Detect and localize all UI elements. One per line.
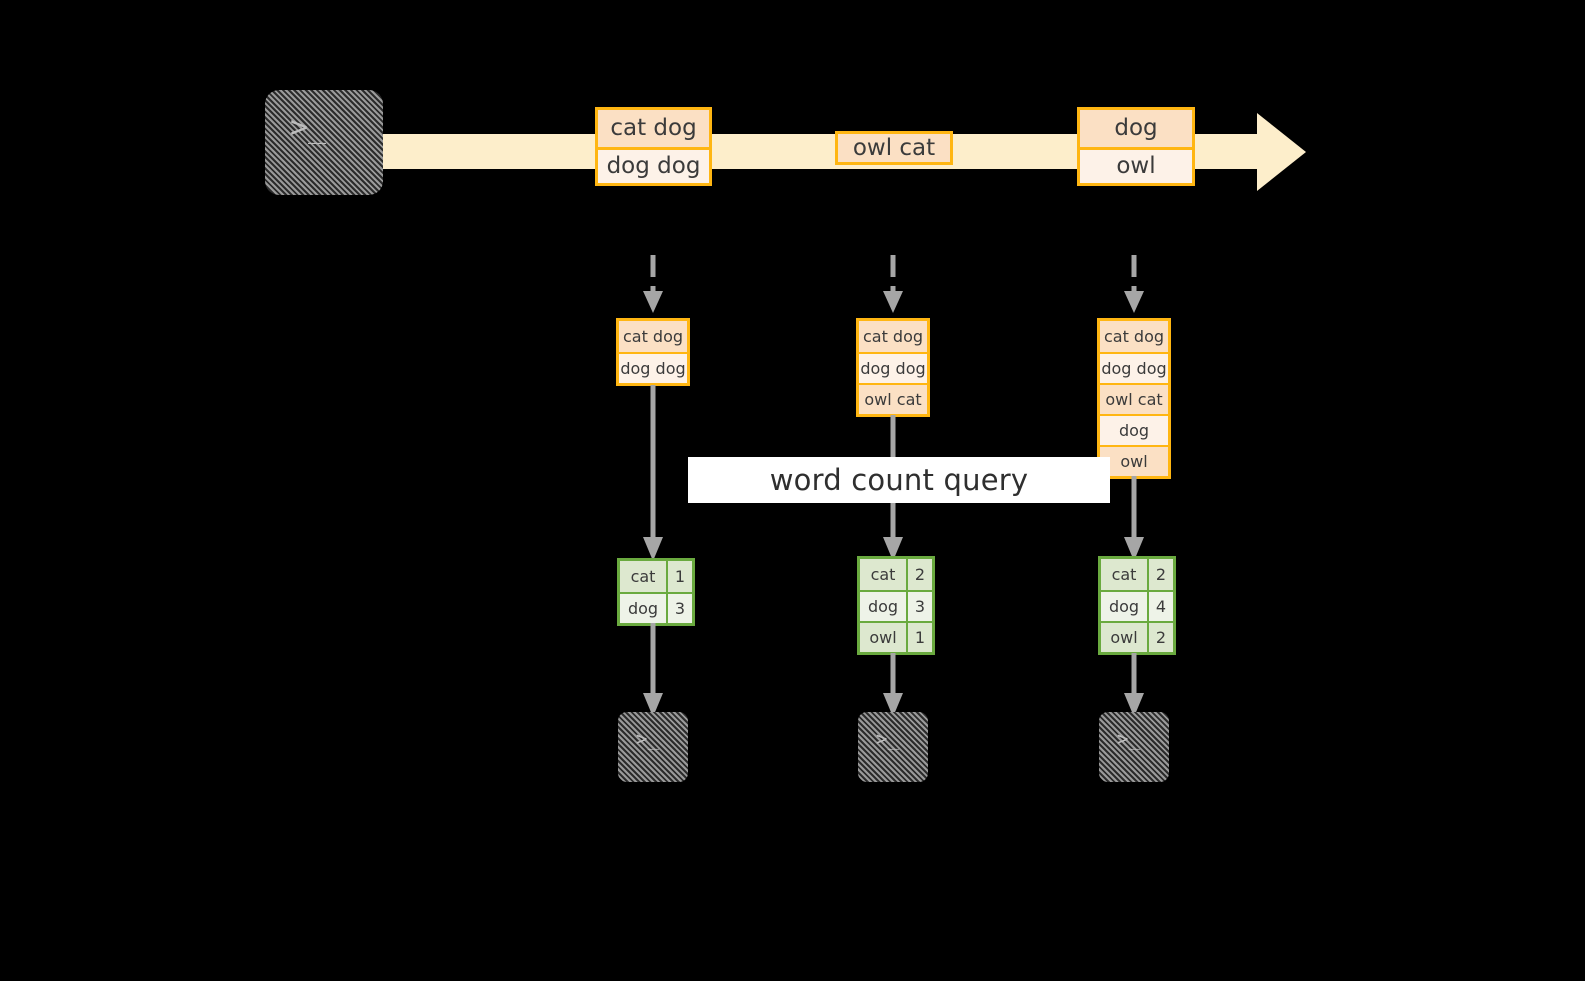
terminal-prompt-glyph: >_ [1117,728,1140,750]
result-count: 2 [1147,623,1173,652]
accumulated-row: cat dog [619,321,687,352]
result-word: cat [1101,559,1147,590]
result-table-2: cat 2 dog 3 owl 1 [857,556,935,655]
result-row: dog 3 [860,590,932,621]
terminal-prompt-glyph: >_ [876,728,899,750]
result-word: dog [860,592,906,621]
accumulated-row: dog dog [859,352,927,383]
result-count: 3 [906,592,932,621]
stream-record-1: cat dog dog dog [595,107,712,186]
result-row: dog 4 [1101,590,1173,621]
result-count: 1 [666,561,692,592]
accumulated-row: owl cat [1100,383,1168,414]
terminal-prompt-glyph: >_ [290,110,327,145]
result-count: 2 [906,559,932,590]
pipeline-connector-1b [643,623,663,717]
stream-record-line: dog [1080,110,1192,147]
source-terminal-icon: >_ [265,90,383,195]
pipeline-connector-1a [643,385,663,561]
query-label-text: word count query [769,463,1029,497]
pipeline-connector-3b [1124,653,1144,717]
accumulated-records-1: cat dog dog dog [616,318,690,386]
query-label: word count query [688,457,1110,503]
stream-record-line: dog dog [598,146,709,183]
result-word: cat [860,559,906,590]
terminal-prompt-glyph: >_ [636,728,659,750]
result-row: cat 2 [860,559,932,590]
sink-terminal-icon-1: >_ [618,712,688,782]
stream-arrowhead [1257,113,1306,191]
accumulated-row: owl cat [859,383,927,414]
accumulated-records-2: cat dog dog dog owl cat [856,318,930,417]
stream-record-3: dog owl [1077,107,1195,186]
dashed-connector-1 [643,255,663,313]
pipeline-connector-2b [883,653,903,717]
dashed-connector-2 [883,255,903,313]
result-row: owl 2 [1101,621,1173,652]
stream-record-line: owl [1080,146,1192,183]
result-count: 4 [1147,592,1173,621]
accumulated-row: cat dog [1100,321,1168,352]
result-word: owl [860,623,906,652]
result-count: 3 [666,594,692,623]
result-table-3: cat 2 dog 4 owl 2 [1098,556,1176,655]
stream-record-line: cat dog [598,110,709,147]
accumulated-records-3: cat dog dog dog owl cat dog owl [1097,318,1171,479]
accumulated-row: dog dog [1100,352,1168,383]
pipeline-connector-3a [1124,476,1144,561]
result-word: dog [1101,592,1147,621]
result-word: cat [620,561,666,592]
stream-record-2: owl cat [835,131,953,165]
result-table-1: cat 1 dog 3 [617,558,695,626]
accumulated-row: dog [1100,414,1168,445]
result-count: 2 [1147,559,1173,590]
accumulated-row: dog dog [619,352,687,383]
result-count: 1 [906,623,932,652]
result-row: owl 1 [860,621,932,652]
result-row: cat 2 [1101,559,1173,590]
result-row: dog 3 [620,592,692,623]
result-word: dog [620,594,666,623]
accumulated-row: cat dog [859,321,927,352]
sink-terminal-icon-2: >_ [858,712,928,782]
accumulated-row: owl [1100,445,1168,476]
dashed-connector-3 [1124,255,1144,313]
result-row: cat 1 [620,561,692,592]
stream-record-line: owl cat [838,134,950,162]
result-word: owl [1101,623,1147,652]
sink-terminal-icon-3: >_ [1099,712,1169,782]
